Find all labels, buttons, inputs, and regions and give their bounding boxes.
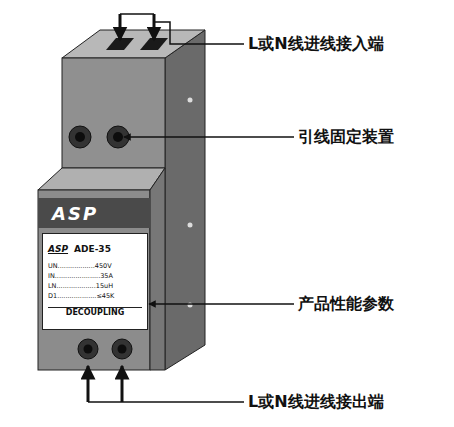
side-dot	[188, 223, 193, 228]
input-arrow	[153, 14, 156, 40]
ledge	[38, 168, 165, 190]
spec-label-panel: ASP ADE-35UN..................450V IN.....…	[42, 233, 148, 330]
side-face	[165, 30, 205, 370]
input-arrow	[119, 14, 122, 40]
screw	[69, 126, 91, 148]
leader-line	[88, 401, 244, 403]
leader-line	[124, 136, 294, 138]
screw-hole	[75, 132, 85, 142]
screw-hole	[84, 345, 93, 354]
screw-hole	[118, 345, 127, 354]
callout-text: 引线固定装置	[298, 127, 394, 148]
upper-front	[62, 58, 165, 168]
spec-row: LN...................15uH	[48, 282, 142, 290]
bevel-face	[150, 168, 165, 370]
callout-text: 产品性能参数	[298, 294, 394, 315]
output-arrow	[87, 366, 90, 402]
spec-row: UN..................450V	[48, 262, 142, 270]
screw	[78, 339, 98, 359]
leader-line	[149, 303, 294, 305]
leader-line	[154, 22, 244, 44]
screw-hole	[113, 132, 123, 142]
function-name: DECOUPLING	[48, 307, 142, 317]
leader-line	[120, 13, 154, 15]
side-dot	[188, 98, 193, 103]
screw	[112, 339, 132, 359]
spec-row: IN......................35A	[48, 272, 142, 280]
brand-mark: ASP	[48, 244, 68, 254]
callout-text: L或N线进线接入端	[248, 34, 384, 55]
logo-band	[38, 198, 150, 228]
lower-front	[38, 190, 150, 370]
brand-logo: ASP	[52, 203, 98, 224]
model-number: ADE-35	[74, 244, 111, 254]
callout-text: L或N线进线接出端	[248, 392, 384, 413]
spec-row: D1...................≤45K	[48, 292, 142, 300]
output-arrow	[121, 366, 124, 402]
